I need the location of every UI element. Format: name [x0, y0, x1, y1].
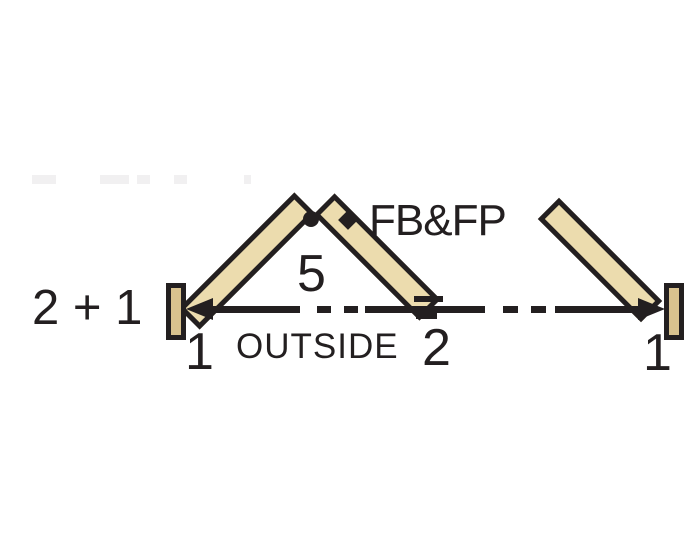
centerline-segment	[208, 306, 300, 313]
apex-count-label: 5	[297, 245, 326, 303]
arrow-right-icon	[638, 298, 665, 320]
config-label: 2 + 1	[32, 281, 143, 335]
faded-watermark-mark	[137, 175, 150, 184]
faded-watermark-mark	[100, 175, 129, 184]
centerline-dash	[503, 306, 518, 313]
guide-marker-top-bar	[414, 296, 443, 302]
hardware-label: FB&FP	[369, 196, 507, 245]
centerline-dash	[531, 306, 546, 313]
guide-marker-bottom-bar	[416, 313, 437, 319]
faded-watermark-mark	[244, 175, 251, 184]
faded-watermark-mark	[174, 175, 187, 184]
faded-watermark-mark	[32, 175, 56, 184]
centerline-segment	[555, 306, 649, 313]
right-jamb	[664, 283, 684, 340]
left-panel-count-label: 1	[185, 323, 214, 381]
center-panel-count-label: 2	[422, 319, 451, 377]
pivot-dot-icon	[303, 211, 319, 227]
left-jamb	[166, 283, 186, 340]
centerline-dash	[317, 306, 331, 313]
centerline-segment	[365, 306, 485, 313]
outside-label: OUTSIDE	[236, 327, 399, 366]
right-panel-count-label: 1	[643, 324, 672, 382]
centerline-dash	[344, 306, 358, 313]
arrow-left-icon	[186, 298, 213, 320]
